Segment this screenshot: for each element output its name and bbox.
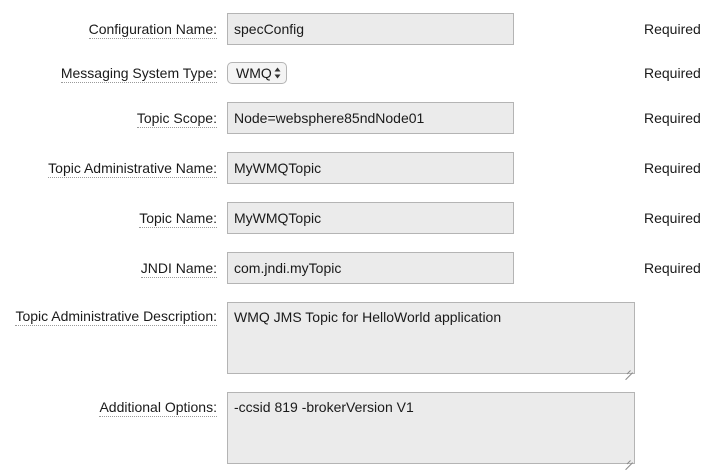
topic-admin-name-input[interactable] (227, 152, 514, 184)
messaging-system-type-label: Messaging System Type: (60, 65, 217, 83)
topic-admin-name-label: Topic Administrative Name: (48, 160, 217, 178)
topic-name-label: Topic Name: (139, 210, 217, 228)
messaging-system-type-value: WMQ (236, 65, 272, 81)
additional-options-textarea[interactable]: -ccsid 819 -brokerVersion V1 (227, 392, 635, 464)
additional-options-label: Additional Options: (99, 399, 217, 417)
topic-scope-label: Topic Scope: (136, 110, 217, 128)
configuration-name-input[interactable] (227, 13, 514, 45)
configuration-name-required: Required (644, 21, 701, 37)
topic-scope-required: Required (644, 110, 701, 126)
jndi-name-input[interactable] (227, 252, 514, 284)
topic-admin-name-required: Required (644, 160, 701, 176)
topic-name-input[interactable] (227, 202, 514, 234)
up-down-chevron-icon (274, 67, 281, 79)
jndi-name-label: JNDI Name: (140, 260, 217, 278)
topic-admin-description-label: Topic Administrative Description: (15, 308, 217, 326)
messaging-system-type-select[interactable]: WMQ (227, 62, 287, 84)
topic-name-required: Required (644, 210, 701, 226)
jndi-name-required: Required (644, 260, 701, 276)
topic-scope-input[interactable] (227, 102, 514, 134)
configuration-name-label: Configuration Name: (88, 21, 217, 39)
topic-admin-description-textarea[interactable]: WMQ JMS Topic for HelloWorld application (227, 302, 635, 374)
messaging-system-type-required: Required (644, 65, 701, 81)
